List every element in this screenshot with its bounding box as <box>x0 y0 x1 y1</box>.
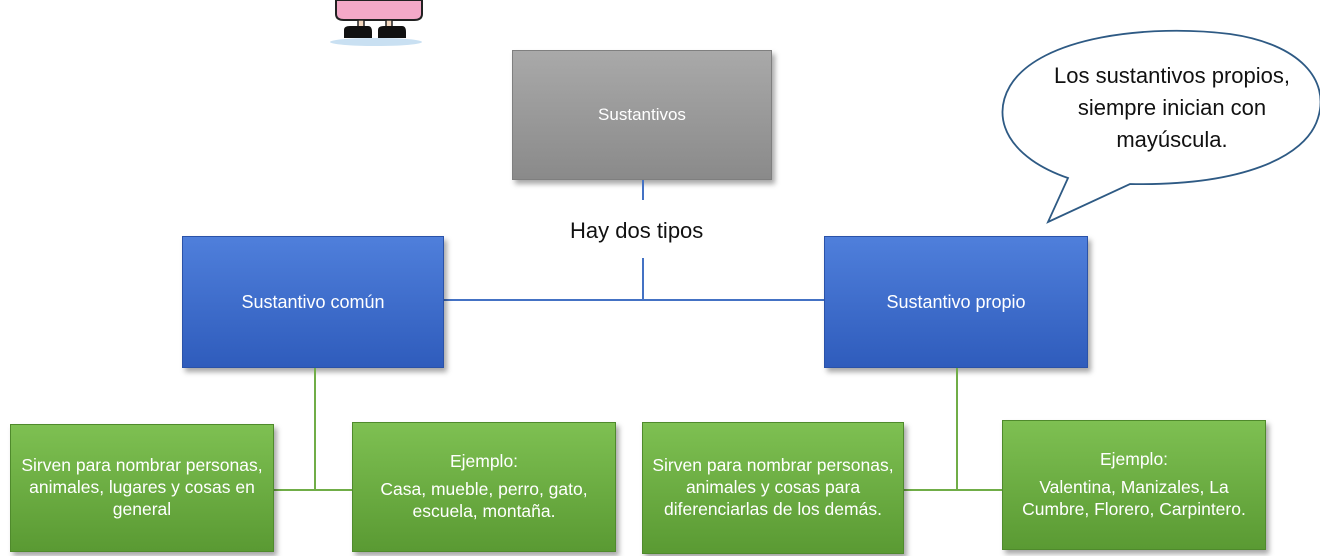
type-node-common: Sustantivo común <box>182 236 444 368</box>
common-definition: Sirven para nombrar personas, animales, … <box>10 424 274 552</box>
proper-example-title: Ejemplo: <box>1099 449 1169 470</box>
common-example: Ejemplo: Casa, mueble, perro, gato, escu… <box>352 422 616 552</box>
proper-definition: Sirven para nombrar personas, animales y… <box>642 422 904 554</box>
type-label-proper: Sustantivo propio <box>886 291 1026 312</box>
connector-root-down <box>642 180 644 200</box>
common-definition-text: Sirven para nombrar personas, animales, … <box>21 455 263 519</box>
connector-mid-down <box>642 258 644 300</box>
type-node-proper: Sustantivo propio <box>824 236 1088 368</box>
connector-common-down <box>314 368 316 490</box>
connector-label: Hay dos tipos <box>570 218 704 243</box>
connector-horizontal <box>444 299 824 301</box>
callout-text: Los sustantivos propios, siempre inician… <box>1053 63 1291 152</box>
proper-example: Ejemplo: Valentina, Manizales, La Cumbre… <box>1002 420 1266 550</box>
common-example-text: Casa, mueble, perro, gato, escuela, mont… <box>380 479 588 521</box>
proper-example-text: Valentina, Manizales, La Cumbre, Florero… <box>1022 477 1246 519</box>
proper-definition-text: Sirven para nombrar personas, animales y… <box>652 455 894 519</box>
connector-proper-horizontal <box>904 489 1002 491</box>
root-node: Sustantivos <box>512 50 772 180</box>
root-label: Sustantivos <box>598 105 686 124</box>
connector-proper-down <box>956 368 958 490</box>
connector-common-horizontal <box>274 489 352 491</box>
type-label-common: Sustantivo común <box>241 291 385 312</box>
common-example-title: Ejemplo: <box>449 451 519 472</box>
